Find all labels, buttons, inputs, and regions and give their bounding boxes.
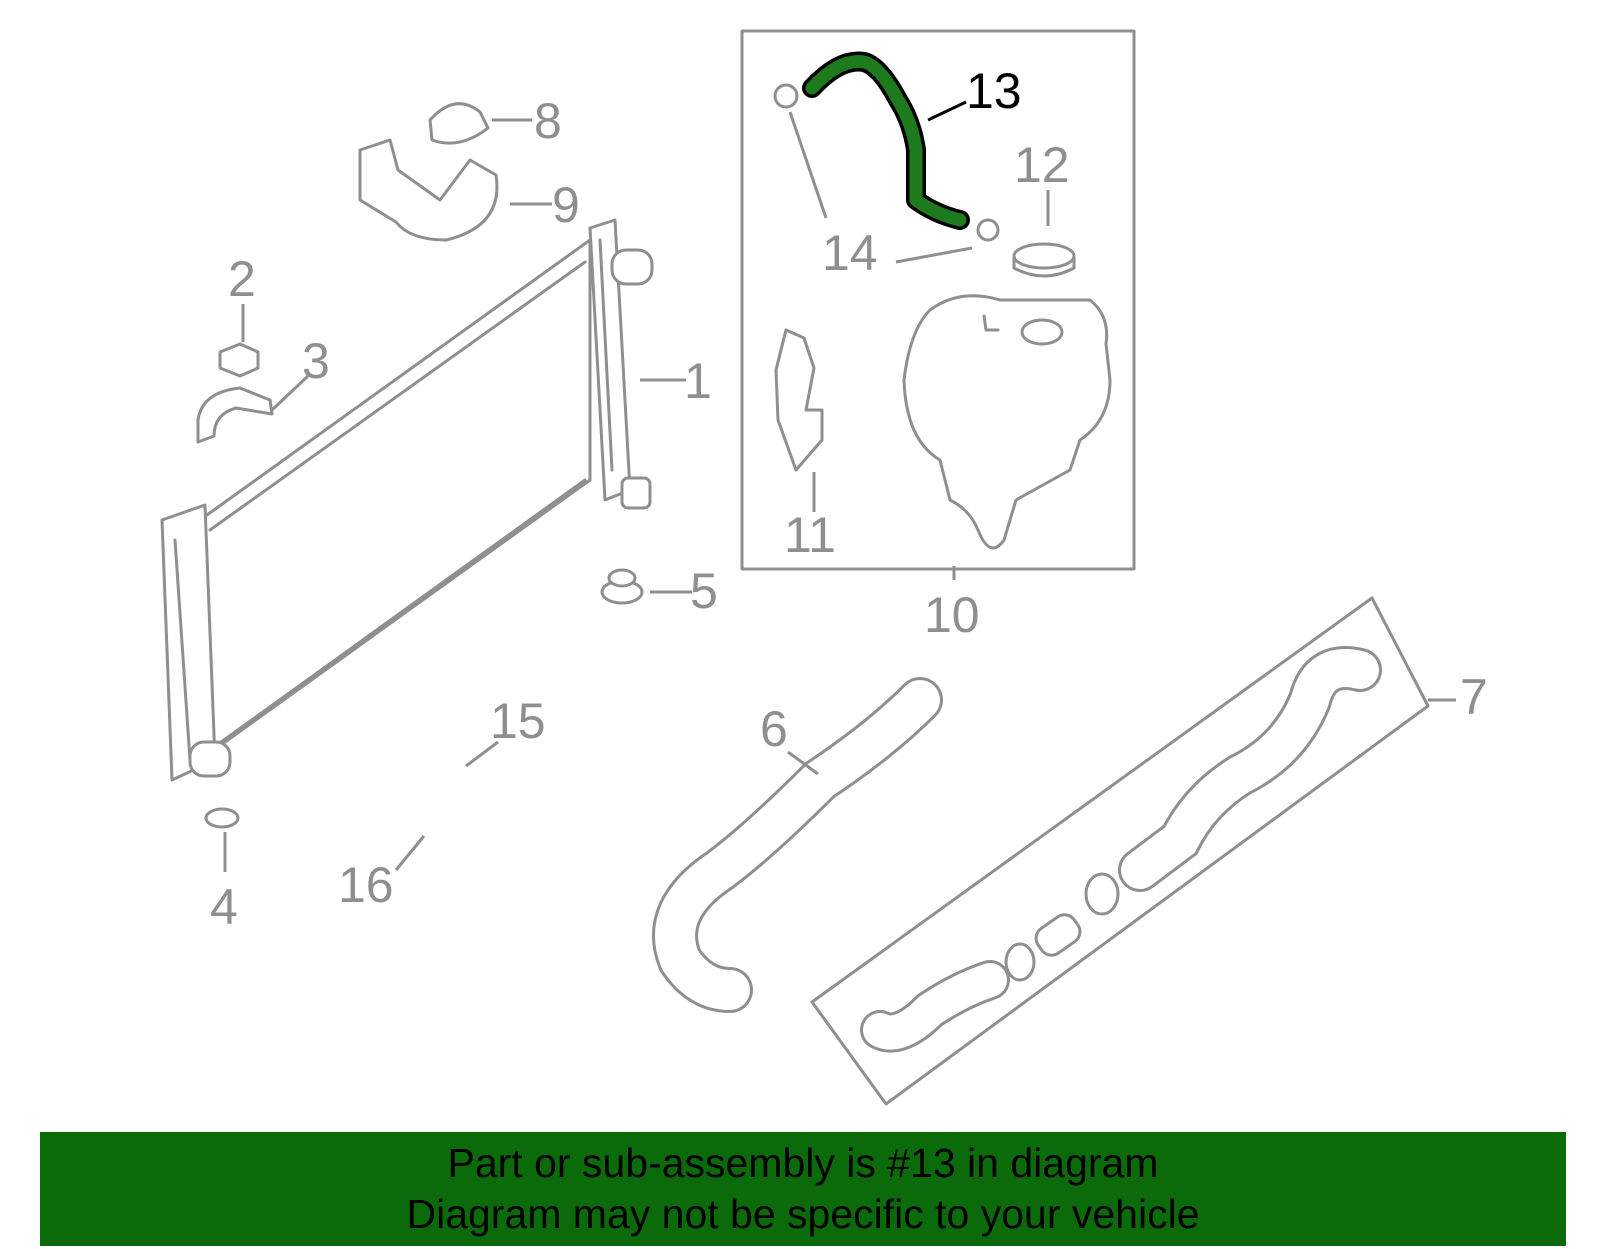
clamp-part-14-lower (976, 218, 1000, 242)
parts-diagram: 1 2 3 4 5 6 7 8 9 10 11 12 13 14 15 16 (160, 29, 1488, 1106)
callout-16: 16 (338, 857, 394, 913)
banner-line-1: Part or sub-assembly is #13 in diagram (447, 1140, 1159, 1186)
callout-11: 11 (784, 507, 836, 563)
leader-arrows (223, 100, 1456, 872)
callout-1: 1 (684, 353, 712, 409)
callout-9: 9 (552, 177, 580, 233)
callout-5: 5 (690, 563, 718, 619)
grommet-part-5 (600, 568, 644, 605)
cap-part-12 (1012, 242, 1076, 278)
callout-6: 6 (760, 701, 788, 757)
hose-kit-box-part-7 (810, 596, 1430, 1106)
reservoir-kit-box-part-10 (740, 29, 1136, 571)
callout-12: 12 (1014, 137, 1070, 193)
callout-8: 8 (534, 93, 562, 149)
clamp-part-14-upper (773, 83, 799, 109)
callout-3: 3 (302, 333, 330, 389)
part-info-banner: Part or sub-assembly is #13 in diagram D… (40, 1132, 1566, 1246)
callout-4: 4 (210, 879, 238, 935)
callout-2: 2 (228, 251, 256, 307)
nut-part-2 (218, 342, 260, 378)
bracket-part-3 (196, 386, 274, 444)
banner-line-2: Diagram may not be specific to your vehi… (406, 1191, 1200, 1237)
callout-15: 15 (490, 693, 546, 749)
radiator-part-1 (160, 218, 654, 782)
callout-7: 7 (1460, 669, 1488, 725)
bushing-part-4 (204, 807, 240, 829)
callout-14: 14 (822, 225, 878, 281)
callout-13: 13 (966, 63, 1022, 119)
bracket-part-11 (774, 328, 824, 472)
reservoir-tank (902, 294, 1112, 550)
shroud-part-9 (358, 138, 499, 242)
cap-part-8 (428, 102, 490, 145)
callout-10: 10 (924, 587, 980, 643)
